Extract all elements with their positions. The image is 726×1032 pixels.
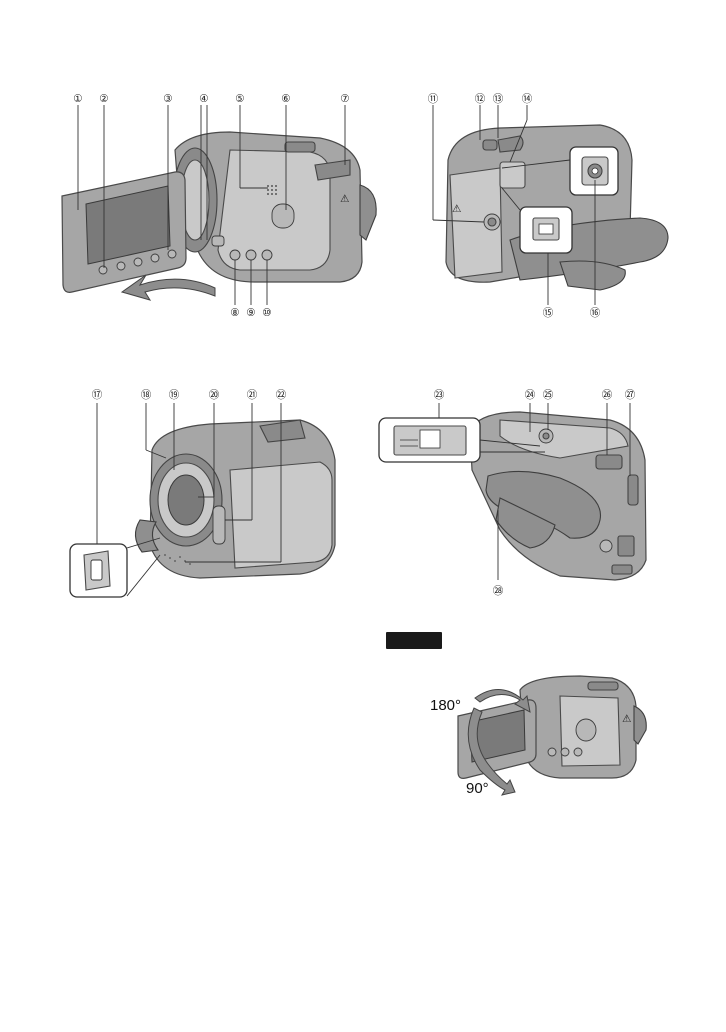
- callout-20: ⑳: [209, 389, 220, 401]
- svg-text:⚠: ⚠: [622, 713, 631, 725]
- figure-bottom-view: ㉓ ㉔ ㉕ ㉖ ㉗ ㉘: [379, 389, 646, 597]
- callout-21: ㉑: [247, 389, 258, 401]
- callout-12: ⑫: [475, 93, 486, 105]
- callout-27: ㉗: [625, 389, 636, 401]
- figure-lcd-side-view: ⚠ ① ② ③ ④ ⑤ ⑥ ⑦: [62, 93, 376, 319]
- callout-1: ①: [73, 93, 82, 105]
- angle-180-label: 180°: [430, 697, 461, 714]
- callout-19: ⑲: [169, 389, 180, 401]
- callout-16: ⑯: [590, 307, 601, 319]
- callout-3: ③: [163, 93, 172, 105]
- callout-25: ㉕: [543, 389, 554, 401]
- callout-17: ⑰: [92, 389, 103, 401]
- callout-15: ⑮: [543, 307, 554, 319]
- callout-9: ⑨: [246, 307, 255, 319]
- callout-18: ⑱: [141, 389, 152, 401]
- figure-lcd-rotation: ⚠ 180° 90°: [430, 676, 646, 797]
- callout-4: ④: [199, 93, 208, 105]
- callout-6: ⑥: [281, 93, 290, 105]
- note-heading-bar: [386, 632, 442, 649]
- callout-7: ⑦: [340, 93, 349, 105]
- figure-rear-view: ⚠ ⑪ ⑫ ⑬ ⑭ ⑮ ⑯: [428, 93, 668, 319]
- callout-13: ⑬: [493, 93, 504, 105]
- figure-front-view: ⑰ ⑱ ⑲ ⑳ ㉑ ㉒: [70, 389, 335, 597]
- callout-2: ②: [99, 93, 108, 105]
- callout-23: ㉓: [434, 389, 445, 401]
- callout-24: ㉔: [525, 389, 536, 401]
- callout-26: ㉖: [602, 389, 613, 401]
- callout-10: ⑩: [262, 307, 271, 319]
- callout-11: ⑪: [428, 93, 439, 105]
- svg-text:⚠: ⚠: [452, 203, 461, 215]
- angle-90-label: 90°: [466, 780, 489, 797]
- callout-8: ⑧: [230, 307, 239, 319]
- callout-28: ㉘: [493, 585, 504, 597]
- callout-5: ⑤: [235, 93, 244, 105]
- callout-22: ㉒: [276, 389, 287, 401]
- callout-14: ⑭: [522, 93, 533, 105]
- svg-text:⚠: ⚠: [340, 193, 349, 205]
